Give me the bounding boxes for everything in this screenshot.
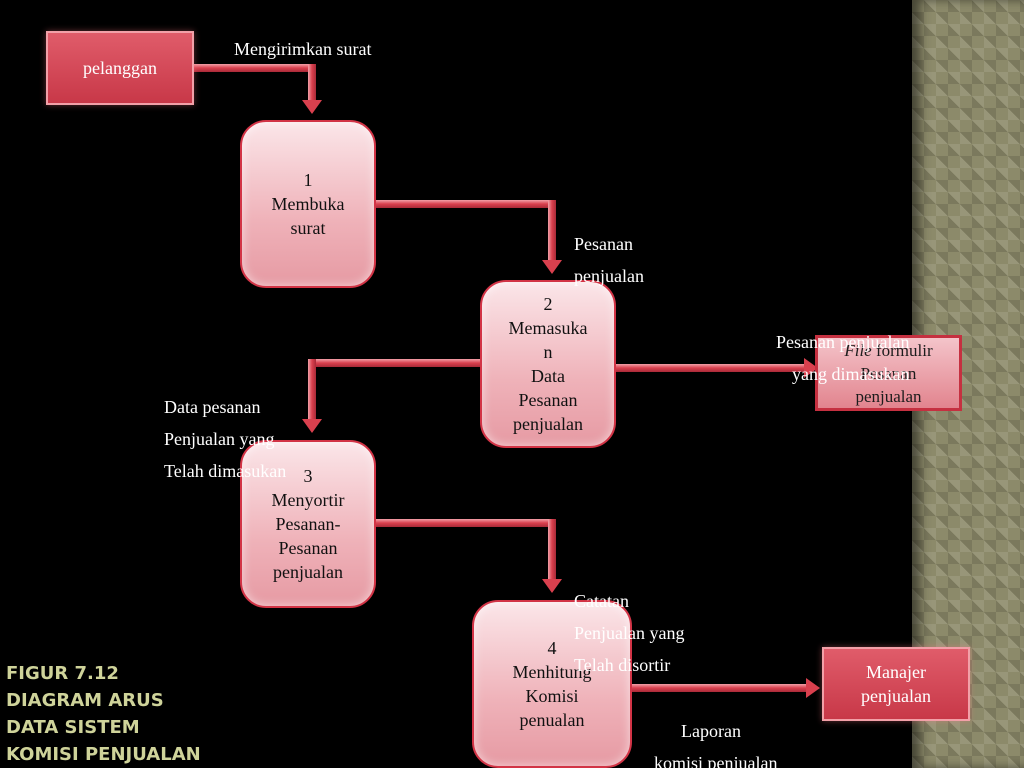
- flow-label-line: Penjualan yang: [164, 429, 275, 449]
- flow-label-line: Penjualan yang: [574, 623, 685, 643]
- process-3-line: Pesanan-: [275, 514, 341, 534]
- process-1-number: 1: [303, 170, 313, 190]
- process-4-line: Komisi: [525, 686, 579, 706]
- process-4-number: 4: [547, 638, 557, 658]
- process-2-line: Memasuka: [508, 318, 588, 338]
- data-store-line: penjualan: [855, 386, 922, 406]
- flow-label-line: komisi penjualan: [654, 753, 778, 768]
- process-4-line: Menhitung: [512, 662, 592, 682]
- arrow-pelanggan-to-p1: [192, 64, 322, 114]
- entity-pelanggan-label: pelanggan: [83, 58, 157, 78]
- process-4-line: penualan: [519, 710, 585, 730]
- process-4: 4 Menhitung Komisi penualan: [472, 600, 632, 768]
- flow-label-data-pesanan: Data pesanan Penjualan yang Telah dimasu…: [164, 391, 286, 487]
- data-store-title-italic: File: [844, 340, 872, 360]
- process-2-line: n: [543, 342, 553, 362]
- slide-title-line: KOMISI PENJUALAN: [6, 744, 201, 765]
- flow-label-line: Telah dimasukan: [164, 461, 287, 481]
- flow-label-catatan-penjualan: Catatan Penjualan yang Telah disortir: [574, 585, 684, 681]
- process-1-line: Membuka: [271, 194, 345, 214]
- arrow-p2-to-store: [614, 358, 818, 378]
- flow-label-laporan-komisi: Laporan komisi penjualan: [654, 715, 777, 768]
- entity-pelanggan: pelanggan: [46, 31, 194, 105]
- arrow-p2-to-p3: [302, 359, 482, 433]
- slide-title-line: FIGUR 7.12: [6, 663, 119, 684]
- flow-label-line: Pesanan: [574, 234, 633, 254]
- data-store-title-rest: formulir: [871, 340, 933, 360]
- flow-label-line: Pesanan penjualan: [776, 332, 910, 352]
- flow-label-line: penjualan: [574, 266, 644, 286]
- flow-label-line: Laporan: [681, 721, 741, 741]
- flow-label-line: Catatan: [574, 591, 629, 611]
- slide-title-line: DATA SISTEM: [6, 717, 140, 738]
- process-3-number: 3: [303, 466, 313, 486]
- data-store-file-formulir: File formulir Pesanan penjualan: [815, 335, 962, 411]
- slide-title: FIGUR 7.12 DIAGRAM ARUS DATA SISTEM KOMI…: [6, 660, 201, 768]
- flow-label-pesanan-penjualan: Pesanan penjualan: [574, 228, 644, 292]
- process-2-line: Pesanan: [518, 390, 578, 410]
- flow-label-line: Data pesanan: [164, 397, 261, 417]
- process-3-line: Menyortir: [271, 490, 345, 510]
- process-2-number: 2: [543, 294, 553, 314]
- data-store-line: Pesanan: [860, 363, 917, 383]
- flow-label-line: Telah disortir: [574, 655, 671, 675]
- slide-title-line: DIAGRAM ARUS: [6, 690, 164, 711]
- process-2: 2 Memasuka n Data Pesanan penjualan: [480, 280, 616, 448]
- arrow-p1-to-p2: [375, 200, 562, 274]
- arrow-p3-to-p4: [374, 519, 562, 593]
- process-3-line: Pesanan: [278, 538, 338, 558]
- process-2-line: Data: [531, 366, 565, 386]
- flow-label-mengirimkan-surat: Mengirimkan surat: [234, 39, 372, 59]
- arrow-p4-to-manajer: [630, 678, 820, 698]
- data-store-title: File formulir: [844, 339, 932, 362]
- process-3: 3 Menyortir Pesanan- Pesanan penjualan: [240, 440, 376, 608]
- entity-manajer-penjualan: Manajer penjualan: [822, 647, 970, 721]
- process-1-line: surat: [290, 218, 326, 238]
- flow-label-pesanan-dimasukan: Pesanan penjualan yang dimasukan: [672, 326, 909, 390]
- entity-manajer-line: Manajer: [866, 662, 926, 682]
- entity-manajer-line: penjualan: [861, 686, 931, 706]
- process-2-line: penjualan: [513, 414, 583, 434]
- decorative-side-panel: [912, 0, 1024, 768]
- flow-label-line: yang dimasukan: [791, 364, 910, 384]
- process-3-line: penjualan: [273, 562, 343, 582]
- process-1: 1 Membuka surat: [240, 120, 376, 288]
